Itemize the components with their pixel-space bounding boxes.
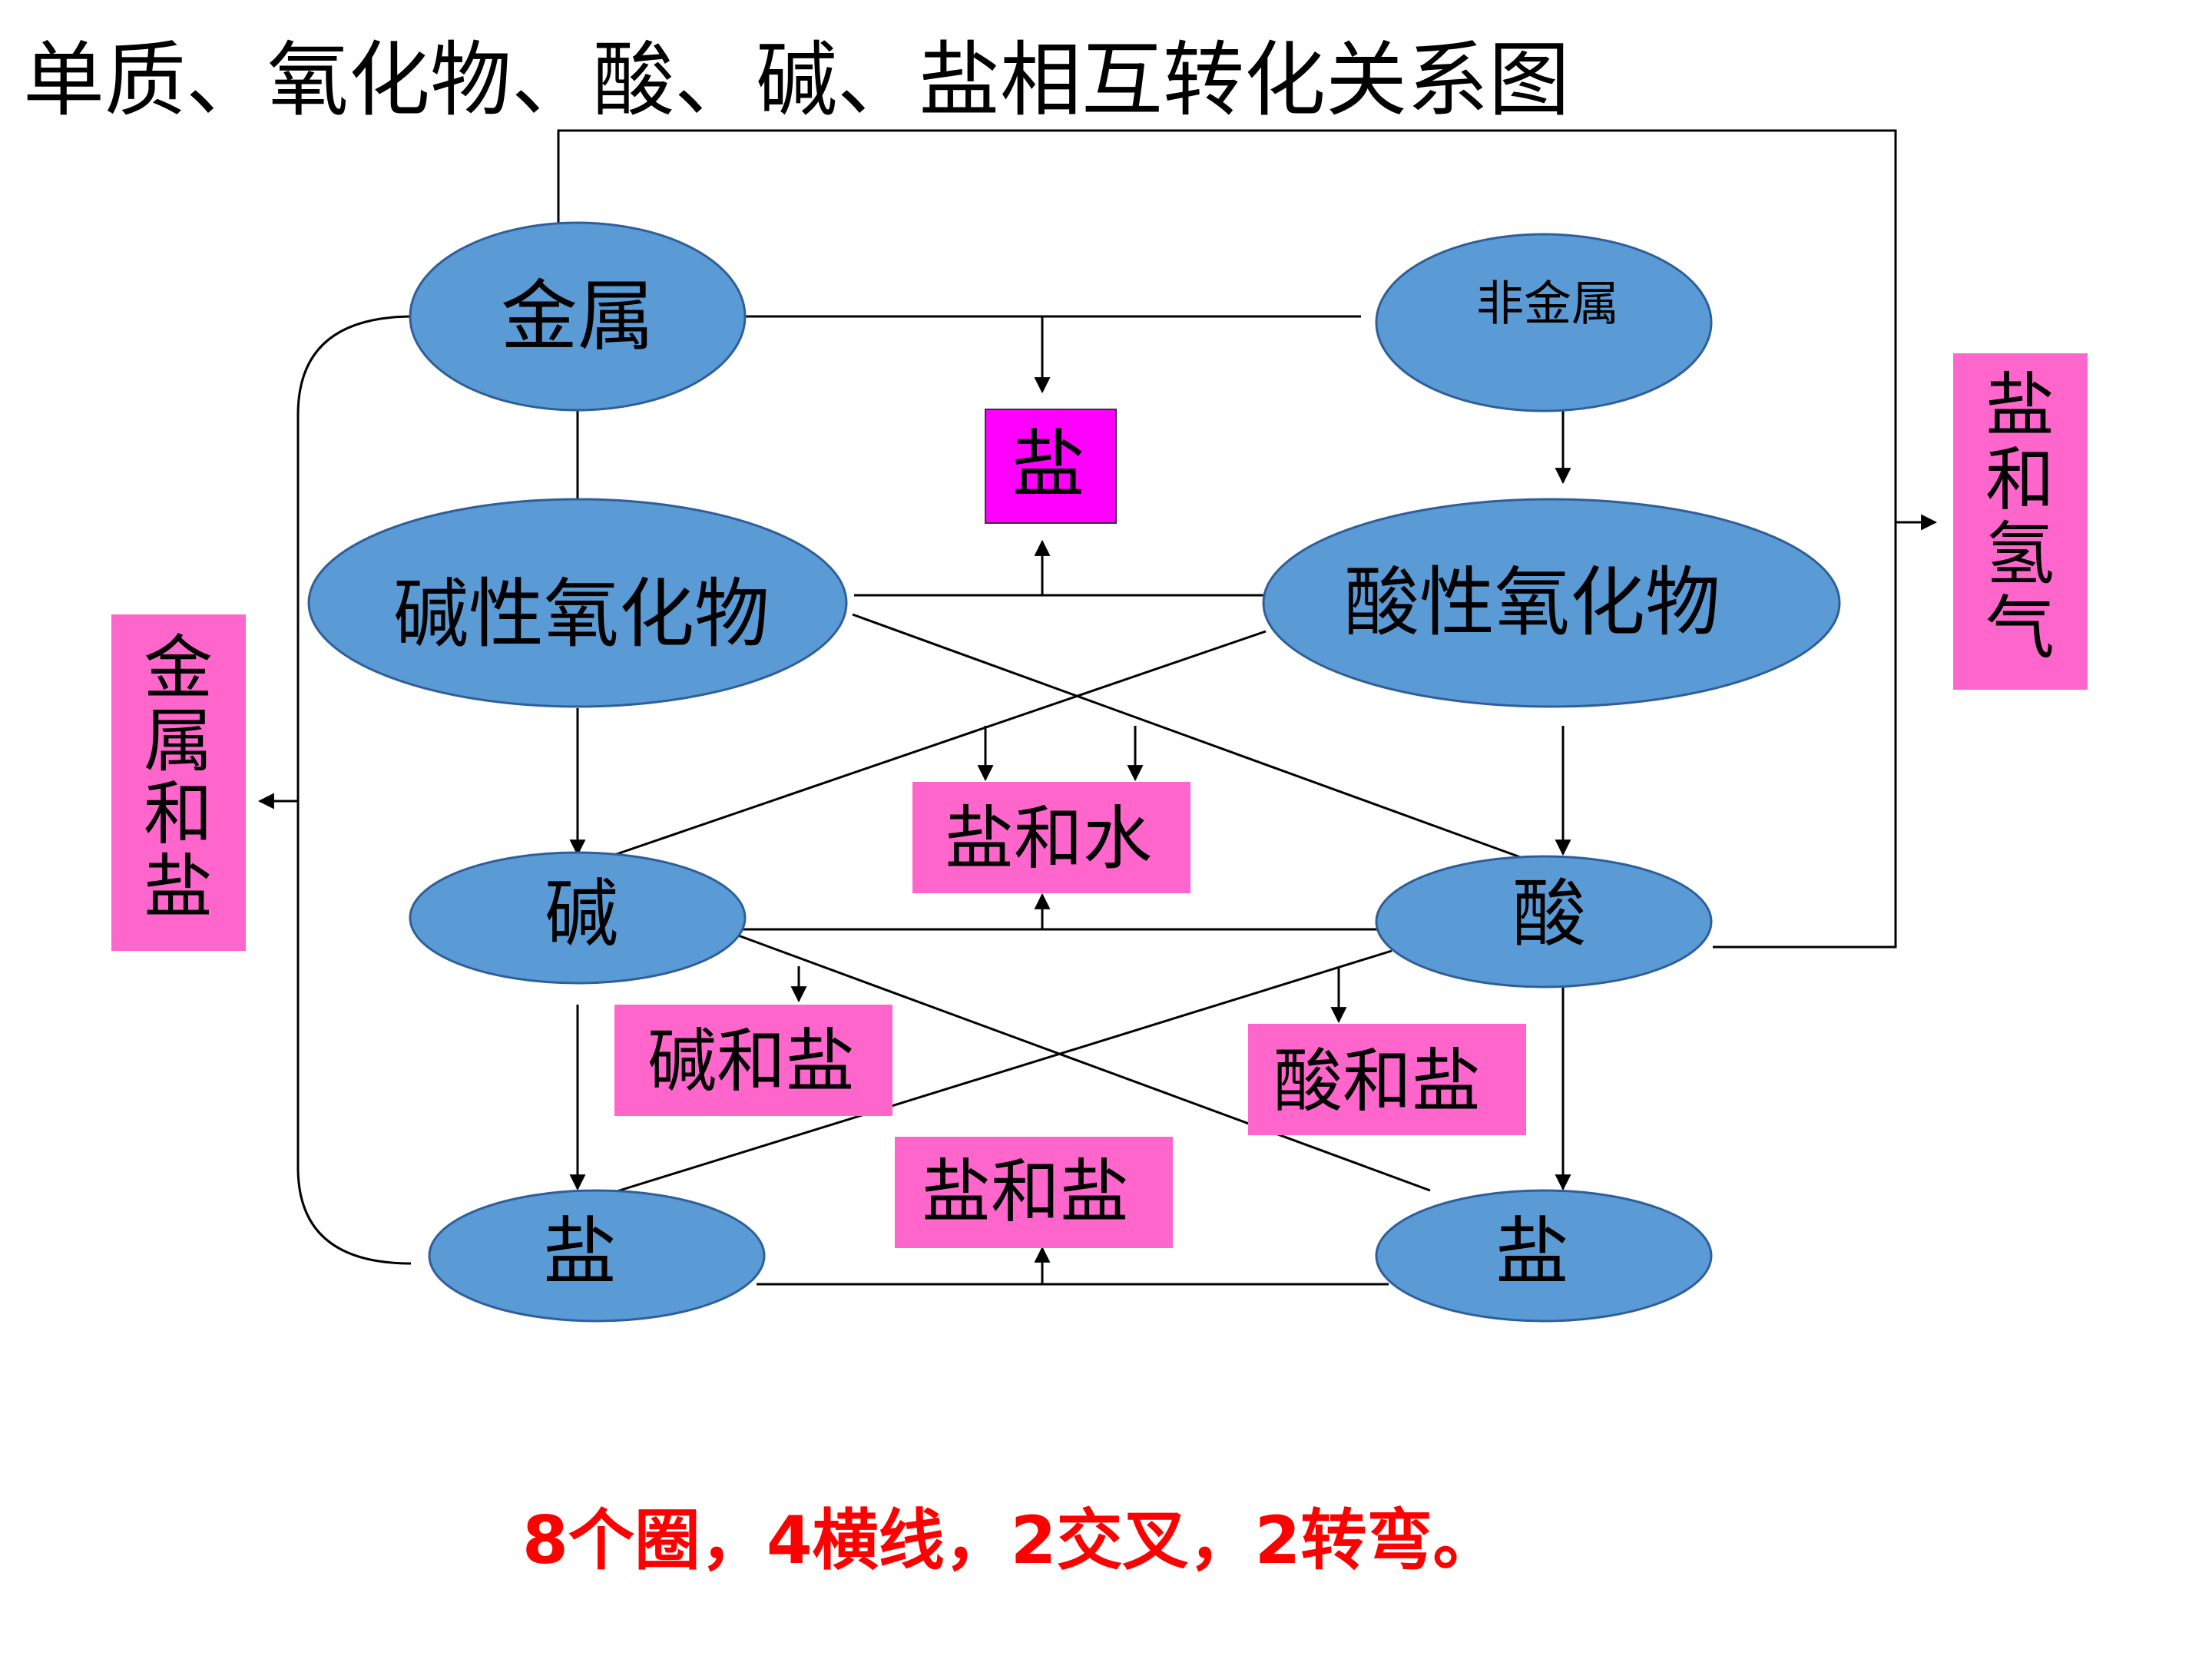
acid-salt-box (1248, 1024, 1526, 1135)
salt-right-node (1375, 1189, 1713, 1323)
base-salt-box (614, 1005, 892, 1116)
footer-note: 8个圈，4横线，2交叉，2转弯。 (522, 1502, 1499, 1579)
salt-water-label: 盐和水 (945, 799, 1152, 879)
acid-label: 酸 (1512, 871, 1586, 957)
salt-hydrogen-char-3: 氢 (1985, 515, 2055, 595)
salt-right-label: 盐 (1495, 1209, 1569, 1295)
base-salt-cross-line (725, 929, 1431, 1192)
product-labels: 盐 盐和水 碱和盐 酸和盐 盐和盐 盐 和 氢 气 金 属 和 盐 (144, 366, 2055, 1233)
product-boxes (111, 353, 2088, 1248)
metal-salt-box (111, 614, 246, 951)
metal-salt-char-3: 和 (144, 774, 213, 855)
salt-salt-label: 盐和盐 (922, 1152, 1129, 1233)
connector-lines (257, 129, 1938, 1286)
acid-salt-cross-line (614, 949, 1392, 1194)
basic-oxide-label: 碱性氧化物 (393, 571, 770, 658)
metal-acid-loop-line (557, 129, 1897, 949)
metal-salt-char-1: 金 (144, 628, 213, 709)
salt-hydrogen-char-1: 盐 (1985, 366, 2055, 446)
acid-salt-label: 酸和盐 (1273, 1041, 1481, 1122)
salt-left-label: 盐 (543, 1209, 617, 1295)
metal-salt-char-2: 属 (144, 701, 213, 782)
nonmetal-label: 非金属 (1476, 276, 1619, 332)
base-node (409, 851, 747, 985)
basic-oxide-node (307, 498, 848, 708)
acidic-oxide-label: 酸性氧化物 (1344, 559, 1720, 647)
nodes (307, 221, 1841, 1323)
node-labels: 金属 非金属 碱性氧化物 酸性氧化物 碱 酸 盐 盐 (393, 272, 1720, 1296)
salt-hydrogen-char-4: 气 (1985, 588, 2055, 669)
salt-top-label: 盐 (1012, 422, 1085, 508)
salt-top-box (985, 409, 1117, 524)
salt-hydrogen-char-2: 和 (1985, 440, 2055, 521)
metal-salt-curve (296, 315, 414, 1265)
acid-node (1375, 855, 1713, 988)
nonmetal-node (1375, 233, 1713, 412)
metal-node (409, 221, 747, 412)
metal-label: 金属 (501, 272, 654, 362)
metal-salt-char-4: 盐 (144, 847, 213, 928)
salt-water-box (912, 782, 1190, 893)
base-salt-label: 碱和盐 (647, 1022, 855, 1102)
base-label: 碱 (545, 871, 618, 957)
basic-oxide-acid-cross-line (852, 613, 1525, 860)
acidic-oxide-node (1262, 498, 1841, 708)
page-title: 单质、氧化物、酸、碱、盐相互转化关系图 (23, 33, 1570, 127)
salt-salt-box (895, 1137, 1173, 1248)
salt-left-node (428, 1189, 766, 1323)
acidic-oxide-base-cross-line (614, 630, 1267, 856)
salt-hydrogen-box (1953, 353, 2088, 690)
